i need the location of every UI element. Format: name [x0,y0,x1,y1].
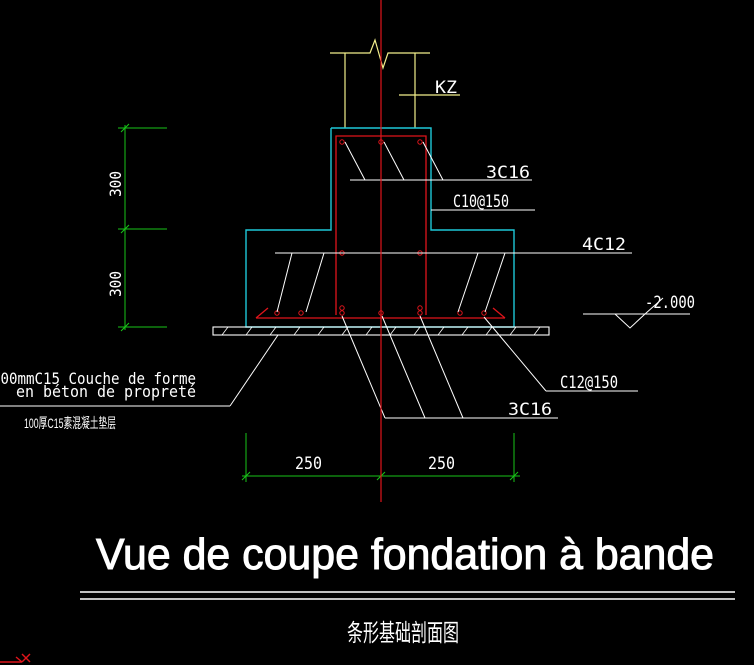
ucs-axis-icon[interactable] [0,653,31,663]
stirrups-label: C10@150 [453,192,509,212]
dim-lower-label: 300 [106,271,125,297]
dim-right-label: 250 [428,454,455,474]
dim-upper-label: 300 [106,171,125,197]
bottom-bars-transverse-label: C12@150 [560,373,618,393]
blinding-label-cn: 100厚C15素混凝土垫层 [24,415,116,431]
vertical-dimensions [118,123,167,332]
top-bars-label: 3C16 [486,163,530,183]
title-underline [80,591,735,600]
distribution-bars-label: 4C12 [582,235,626,255]
drawing-title: Vue de coupe fondation à bande [96,530,714,579]
leader-lines [0,141,638,419]
blinding-label-fr-1: 100mmC15 Couche de forme [0,369,196,388]
level-label: -2.000 [645,293,695,313]
bottom-bars-longitudinal-label: 3C16 [508,400,552,420]
column-stub [330,38,460,128]
blinding-label-fr-2: en béton de propreté [16,382,196,401]
column-mark-label: KZ [435,78,457,98]
drawing-subtitle: 条形基础剖面图 [347,620,459,647]
footing-outline [245,127,515,328]
dim-left-label: 250 [295,454,322,474]
level-mark [583,297,690,329]
